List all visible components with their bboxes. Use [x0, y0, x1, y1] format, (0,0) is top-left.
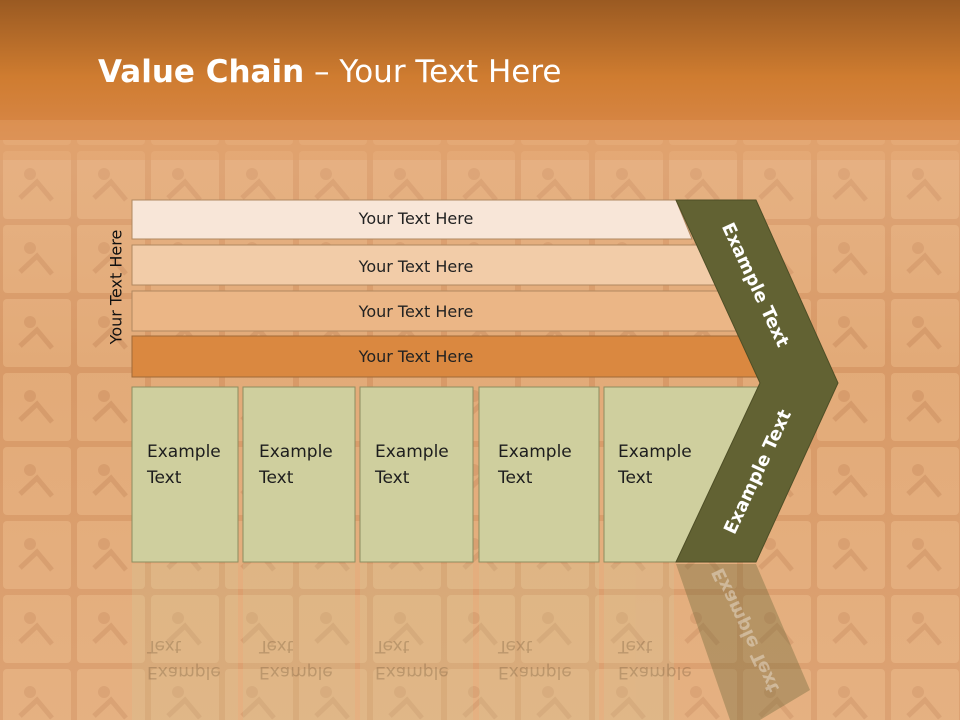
bar-2-label: Your Text Here: [358, 257, 474, 276]
box-4: [478, 386, 600, 563]
bar-3-label: Your Text Here: [358, 302, 474, 321]
box-3-reflection: Example Text: [375, 636, 449, 682]
reflection: [132, 564, 674, 720]
chevron-arrow: [675, 199, 839, 563]
box-2-reflection: Example Text: [259, 636, 333, 682]
box-5-label: Example Text: [618, 442, 692, 488]
box-4-label: Example Text: [498, 442, 572, 488]
box-3-label: Example Text: [375, 442, 449, 488]
box-1: [131, 386, 239, 563]
box-2-label: Example Text: [259, 442, 333, 488]
title-rest: – Your Text Here: [304, 54, 562, 90]
box-1-reflection: Example Text: [147, 636, 221, 682]
bar-4-label: Your Text Here: [358, 347, 474, 366]
box-4-reflection: Example Text: [498, 636, 572, 682]
box-3: [359, 386, 474, 563]
bar-1: [131, 199, 693, 240]
title-bold: Value Chain: [98, 54, 305, 90]
chevron-reflection: [676, 564, 810, 720]
box-2: [242, 386, 356, 563]
bar-1-label: Your Text Here: [358, 209, 474, 228]
box-5-reflection: Example Text: [618, 636, 692, 682]
box-1-label: Example Text: [147, 442, 221, 488]
slide-title: Value Chain – Your Text Here: [98, 54, 561, 90]
